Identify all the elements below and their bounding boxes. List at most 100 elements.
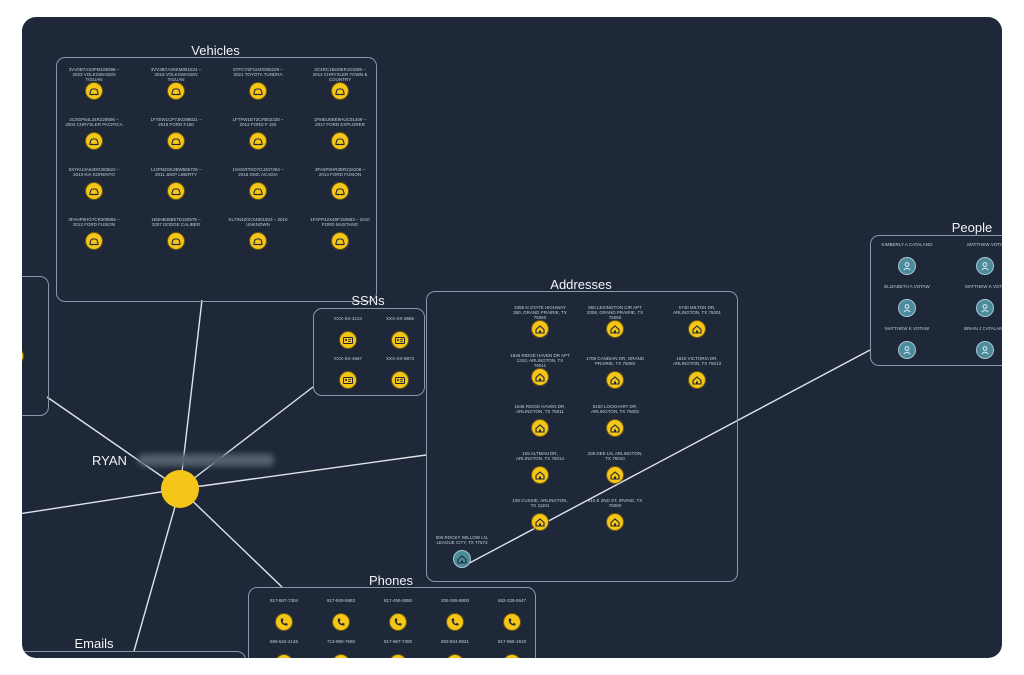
phones-node[interactable]: 713-990-7660 [311,639,371,658]
group-ssns[interactable] [313,308,425,396]
addresses-node-label: 109 CUSSIE, ARLINGTON, TX 11101 [512,498,568,508]
vehicles-node[interactable]: 3VV3B7AX5KM051524 – 2019 VOLKSWAGEN TIGU… [146,67,206,103]
people-node[interactable]: BRIAN J CATALANO [955,326,1002,362]
people-node[interactable]: ELIZABETH A VOTAW [877,284,937,320]
addresses-node[interactable]: 105 ALTMAN DR, ARLINGTON, TX 76014 [510,451,570,487]
addresses-node[interactable]: 6100 LOCKHART DR, ARLINGTON, TX 76002 [585,404,645,440]
addresses-node-label: 2356 N STATE HIGHWAY 360, GRAND PRAIRIE,… [513,305,567,319]
vehicles-node-label: 3FA6P0HR3ER216108 – 2014 FORD FUSION [314,167,366,177]
ssns-node[interactable]: XXX-XX-8873 [370,356,430,392]
vehicles-node[interactable]: 5XYKU3A64DG383622 – 2013 KIA SORENTO [64,167,124,203]
graph-edges [22,299,871,652]
vehicles-node[interactable]: 2C4RC1BG8ER101508 – 2014 CHRYSLER TOWN &… [310,67,370,103]
people-node-label: KIMBERLY A CATALANO [881,242,933,247]
addresses-node[interactable]: 1646 RIDGE HAVEN DR APT 1310, ARLINGTON,… [510,353,570,389]
phones-node[interactable]: 206-265-8800 [425,598,485,634]
car-icon [85,232,103,250]
group-title-emails: Emails [74,636,114,651]
vehicles-node[interactable]: 1B3HB48B57D160575 – 2007 DODGE CALIBER [146,217,206,253]
addresses-node[interactable]: 5740 MILTON DR, ARLINGTON, TX 76001 [667,305,727,341]
car-icon [85,182,103,200]
vehicles-node[interactable]: 1FTFW1ET2CFB02338 – 2012 FORD F 150 [228,117,288,153]
vehicles-node[interactable]: 3FAHP0HG7CR309665 – 2012 FORD FUSION [64,217,124,253]
vehicles-node[interactable]: 1FTEW1CP7JKD98021 – 2018 FORD F150 [146,117,206,153]
group-addresses[interactable] [426,291,738,582]
phones-node-label: 817-867-7304 [269,598,299,603]
group-people[interactable] [870,235,1002,366]
ssns-node[interactable]: XXX-XX-4667 [318,356,378,392]
phones-node[interactable]: 817-867-7304 [254,598,314,634]
addresses-node[interactable]: 109 CUSSIE, ARLINGTON, TX 11101 [510,498,570,534]
addresses-node[interactable]: 1646 RIDGE HAVEN DR, ARLINGTON, TX 76011 [510,404,570,440]
phones-node[interactable]: 817-967-7300 [368,639,428,658]
house-icon [606,513,624,531]
vehicles-node-label: 2C8GP64L34R229506 – 2004 CHRYSLER PACIFI… [65,117,123,127]
vehicles-node[interactable]: 2C8GP64L34R229506 – 2004 CHRYSLER PACIFI… [64,117,124,153]
addresses-node[interactable]: 906 ROCKY WILLOW LN, LEAGUE CITY, TX 775… [432,535,492,571]
graph-edge [22,488,181,515]
addresses-node[interactable]: 208 DEE LN, ARLINGTON, TX 76010 [585,451,645,487]
vehicles-node[interactable]: KL7IN4Z0CX4801503 – 2010 UNKNOWN [228,217,288,253]
person-icon [898,341,916,359]
vehicles-node[interactable]: 3VV0B7AX3PM109398 – 2023 VOLKSWAGEN TIGU… [64,67,124,103]
people-node-label: MATTHEW K VOTA [965,284,1002,289]
graph-edge [133,488,181,652]
car-icon [85,132,103,150]
hub-node[interactable] [161,470,199,508]
phones-node[interactable]: 817-965-1919 [482,639,542,658]
people-node[interactable]: KIMBERLY A CATALANO [877,242,937,278]
car-icon [331,182,349,200]
left-node[interactable] [22,332,45,368]
phones-node[interactable]: 817-929-5983 [311,598,371,634]
addresses-node-label: 1919 VICTORIA DR, ARLINGTON, TX 76013 [672,356,722,366]
addresses-node[interactable]: 1919 VICTORIA DR, ARLINGTON, TX 76013 [667,356,727,392]
people-node[interactable]: MATTHEW VOTA [955,242,1002,278]
car-icon [331,132,349,150]
group-title-addresses: Addresses [550,277,612,292]
phone-icon [446,654,464,658]
house-icon [606,371,624,389]
people-node[interactable]: MATTHEW K VOTAW [877,326,937,362]
addresses-node[interactable]: 810 E 2ND ST, IRVING, TX 75060 [585,498,645,534]
addresses-node[interactable]: 2356 N STATE HIGHWAY 360, GRAND PRAIRIE,… [510,305,570,341]
house-icon [531,466,549,484]
vehicles-node[interactable]: 1FMEU6EE9HUC01409 – 2017 FORD EXPLORER [310,117,370,153]
phone-icon [275,654,293,658]
group-emails[interactable] [22,651,246,658]
phones-node[interactable]: 903-824-8021 [425,639,485,658]
addresses-node-label: 5740 MILTON DR, ARLINGTON, TX 76001 [672,305,722,315]
addresses-node-label: 950 LEXINGTON CIR APT 2008, GRAND PRAIRI… [586,305,644,319]
ssns-node[interactable]: XXX-XX-3686 [370,316,430,352]
phone-icon [332,654,350,658]
group-left-partial[interactable] [22,276,49,416]
phones-node[interactable]: 817-459-3850 [368,598,428,634]
group-phones[interactable] [248,587,536,658]
vehicles-node[interactable]: 5TFCY5F11MX005229 – 2021 TOYOTA TUNDRA [228,67,288,103]
phone-icon [446,613,464,631]
group-title-phones: Phones [368,573,414,588]
phones-node-label: 903-824-8021 [440,639,470,644]
ssns-node[interactable]: XXX-XX-4124 [318,316,378,352]
graph-canvas[interactable]: Vehicles SSNs Addresses People Phones Em… [22,17,1002,658]
vehicles-node[interactable]: 1FAFP42X49F150863 – 2010 FORD MUSTANG [310,217,370,253]
phone-icon [275,613,293,631]
person-icon [976,341,994,359]
left-node-label [22,332,45,346]
vehicles-node-label: 5TFCY5F11MX005229 – 2021 TOYOTA TUNDRA [233,67,283,77]
addresses-node[interactable]: 1708 CANDIAN DR, GRAND PRAIRIE, TX 75050 [585,356,645,392]
phones-node[interactable]: 866-524-4146 [254,639,314,658]
person-icon [898,299,916,317]
people-node-label: MATTHEW VOTA [967,242,1002,247]
ssns-node-label: XXX-XX-4667 [333,356,362,361]
phones-node[interactable]: 682-229-5547 [482,598,542,634]
people-node[interactable]: MATTHEW K VOTA [955,284,1002,320]
graph-edge [179,488,283,588]
house-icon [688,371,706,389]
id-card-icon [391,331,409,349]
vehicles-node[interactable]: 1GKKRTKD7GJ207284 – 2016 GMC ACADIA [228,167,288,203]
addresses-node[interactable]: 950 LEXINGTON CIR APT 2008, GRAND PRAIRI… [585,305,645,341]
vehicles-node[interactable]: 3FA6P0HR3ER216108 – 2014 FORD FUSION [310,167,370,203]
group-vehicles[interactable] [56,57,377,302]
vehicles-node[interactable]: 1J4PN2GK2BW565725 – 2011 JEEP LIBERTY [146,167,206,203]
people-node-label: MATTHEW K VOTAW [885,326,929,331]
